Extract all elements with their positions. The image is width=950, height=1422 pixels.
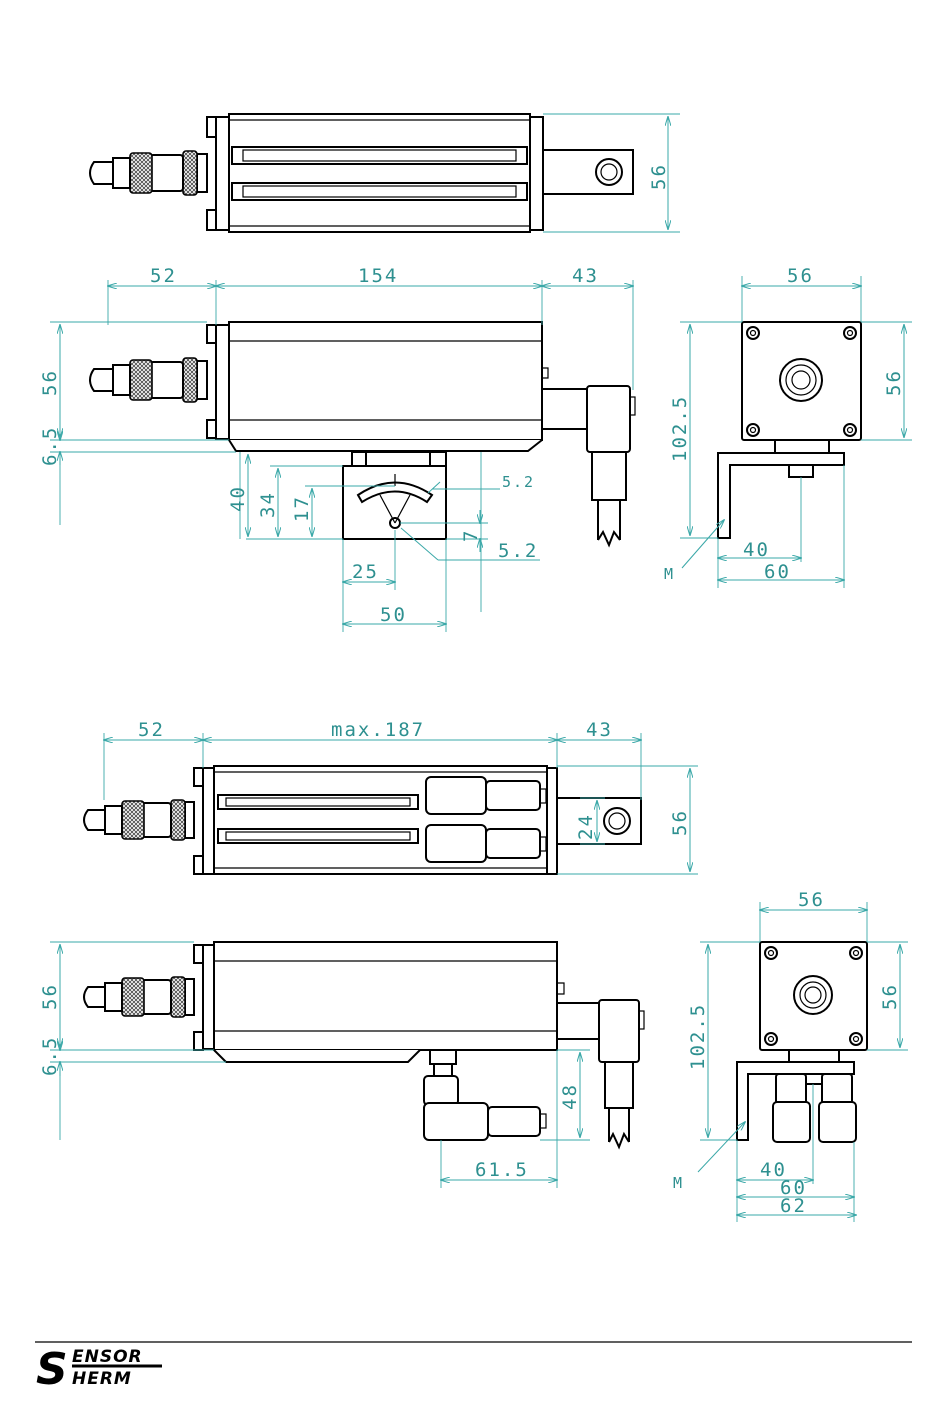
dim-6-5: 6.5 <box>39 426 61 466</box>
dim-43b: 43 <box>586 719 613 741</box>
dim-43: 43 <box>572 265 599 287</box>
dim-40: 40 <box>227 485 249 512</box>
dim-max-187: max.187 <box>331 719 425 741</box>
end-dim-56-w: 56 <box>787 265 814 287</box>
dim-7: 7 <box>460 529 482 542</box>
view-top-1: 56 <box>90 114 680 232</box>
dim-25: 25 <box>352 561 379 583</box>
end-dim-56-h: 56 <box>883 369 905 396</box>
dim-50: 50 <box>380 604 407 626</box>
dim-48: 48 <box>559 1083 581 1110</box>
dim-17: 17 <box>291 495 313 522</box>
end6-dim-56-w: 56 <box>798 889 825 911</box>
view-end-3: 56 56 102.5 40 60 M <box>664 265 912 588</box>
dim-52: 52 <box>150 265 177 287</box>
end-dim-102-5: 102.5 <box>669 395 691 462</box>
logo-line1: ENSOR <box>72 1347 143 1367</box>
dim-52b: 52 <box>138 719 165 741</box>
connector <box>90 151 207 195</box>
dim-6-5b: 6.5 <box>39 1036 61 1076</box>
view-side-2: 52 154 43 56 6.5 40 34 17 5.2 7 5.2 <box>39 265 635 632</box>
end6-dim-56-h: 56 <box>879 983 901 1010</box>
view-top-4: 52 max.187 43 56 24 <box>84 719 698 874</box>
dim-slot-5-2: 5.2 <box>502 473 535 491</box>
end-dim-60: 60 <box>764 561 791 583</box>
sensortherm-logo: S ENSOR HERM <box>36 1344 162 1395</box>
dim-61-5: 61.5 <box>475 1159 529 1181</box>
view-side-5: 56 6.5 48 61.5 <box>39 942 644 1188</box>
end6-dim-102-5: 102.5 <box>687 1003 709 1070</box>
dim-height-56: 56 <box>648 163 670 190</box>
dim-24: 24 <box>575 813 597 840</box>
dim-56b: 56 <box>669 809 691 836</box>
dim-hole-5-2: 5.2 <box>498 540 538 562</box>
view-end-6: 56 56 102.5 40 60 62 M <box>673 889 908 1222</box>
dim-56: 56 <box>39 369 61 396</box>
end-mark-m: M <box>664 565 675 583</box>
logo-line2: HERM <box>72 1369 132 1389</box>
end6-dim-62: 62 <box>780 1195 807 1217</box>
dim-34: 34 <box>257 491 279 518</box>
logo-initial: S <box>36 1344 68 1395</box>
dim-56c: 56 <box>39 983 61 1010</box>
end6-mark-m: M <box>673 1174 684 1192</box>
dim-154: 154 <box>358 265 398 287</box>
end-dim-40: 40 <box>743 539 770 561</box>
